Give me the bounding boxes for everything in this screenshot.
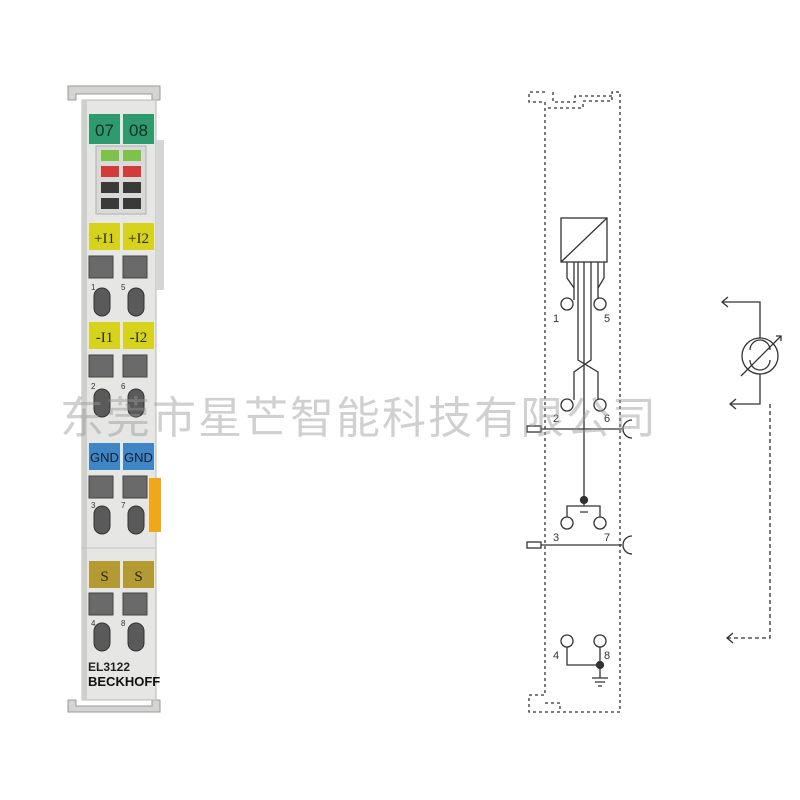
wire-opening-4[interactable]: [93, 622, 111, 652]
brand-logo-text: BECKHOFF: [88, 674, 160, 689]
terminal-label-shield-2: S: [134, 569, 142, 585]
housing-side-strip: [156, 140, 164, 290]
led-label-panel-left: [89, 114, 120, 144]
schematic-housing-outline: [528, 91, 621, 713]
schematic-terminal-4: [560, 634, 574, 648]
wire-opening-6[interactable]: [127, 388, 145, 418]
pin-number-3: 3: [91, 501, 96, 510]
led-off-1: [101, 182, 119, 193]
schematic-top-notch: [552, 92, 612, 103]
led-green-2: [123, 150, 141, 161]
schematic-terminal-5: [593, 297, 607, 311]
schematic-pin-3: 3: [553, 532, 559, 544]
pin-number-6: 6: [121, 382, 126, 391]
led-off-3: [101, 198, 119, 209]
spring-release-8[interactable]: [122, 592, 148, 616]
pin-number-7: 7: [121, 501, 126, 510]
spring-release-5[interactable]: [122, 255, 148, 279]
pin-number-8: 8: [121, 619, 126, 628]
external-current-source: [720, 296, 782, 410]
led-red-1: [101, 166, 119, 177]
wire-opening-8[interactable]: [127, 622, 145, 652]
wire-opening-3[interactable]: [93, 505, 111, 535]
terminal-label-plus-i1: +I1: [94, 231, 115, 247]
terminal-row-1: +I1 +I2 1 5: [88, 223, 154, 317]
pin-number-4: 4: [91, 619, 96, 628]
wire-opening-2[interactable]: [93, 388, 111, 418]
shield-return-arrow: [725, 632, 734, 644]
schematic-pin-5: 5: [604, 313, 610, 325]
schematic-bottom-notch: [545, 702, 561, 712]
terminal-row-4: S S 4 8: [88, 561, 154, 652]
terminal-label-shield-1: S: [100, 569, 108, 585]
schematic-terminal-7: [593, 516, 607, 530]
terminal-row-2: -I1 -I2 2 6: [88, 322, 154, 418]
spring-release-7[interactable]: [122, 475, 148, 499]
terminal-label-gnd-2: GND: [124, 450, 153, 465]
power-contact-upper: [526, 419, 633, 439]
spring-release-2[interactable]: [88, 354, 114, 378]
schematic-terminal-8: [593, 634, 607, 648]
model-label: EL3122: [88, 660, 130, 674]
pin-number-1: 1: [91, 283, 96, 292]
spring-release-6[interactable]: [122, 354, 148, 378]
schematic-pin-6: 6: [604, 413, 610, 425]
schematic-pin-8: 8: [604, 650, 610, 662]
spring-release-1[interactable]: [88, 255, 114, 279]
led-off-2: [123, 182, 141, 193]
power-contact-lower: [526, 535, 633, 555]
led-label-08: 08: [129, 121, 148, 140]
schematic-terminal-6: [593, 398, 607, 412]
gnd-junction: [566, 495, 601, 517]
schematic-terminal-3: [560, 516, 574, 530]
orange-latch[interactable]: [149, 478, 161, 532]
led-green-1: [101, 150, 119, 161]
pin-number-2: 2: [91, 382, 96, 391]
schematic-terminal-1: [560, 297, 574, 311]
spring-release-3[interactable]: [88, 475, 114, 499]
terminal-label-plus-i2: +I2: [128, 231, 149, 247]
led-label-07: 07: [95, 121, 114, 140]
converter-block: [560, 217, 608, 263]
shield-return-line: [727, 404, 771, 639]
schematic-pin-7: 7: [604, 532, 610, 544]
led-red-2: [123, 166, 141, 177]
led-off-4: [123, 198, 141, 209]
led-label-panel-right: [123, 114, 154, 144]
terminal-row-3: GND GND 3 7: [88, 443, 154, 535]
pin-number-5: 5: [121, 283, 126, 292]
schematic-pin-4: 4: [553, 650, 559, 662]
terminal-label-gnd-1: GND: [90, 450, 119, 465]
input-wiring: [566, 262, 605, 500]
terminal-label-minus-i2: -I2: [130, 330, 148, 346]
wire-opening-5[interactable]: [127, 287, 145, 317]
shield-earth-connection: [566, 647, 608, 687]
schematic-terminal-2: [560, 398, 574, 412]
spring-release-4[interactable]: [88, 592, 114, 616]
schematic-pin-1: 1: [553, 313, 559, 325]
terminal-label-minus-i1: -I1: [96, 330, 114, 346]
housing-left-shadow: [82, 100, 87, 700]
schematic-pin-2: 2: [553, 413, 559, 425]
wire-opening-7[interactable]: [127, 505, 145, 535]
wire-opening-1[interactable]: [93, 287, 111, 317]
